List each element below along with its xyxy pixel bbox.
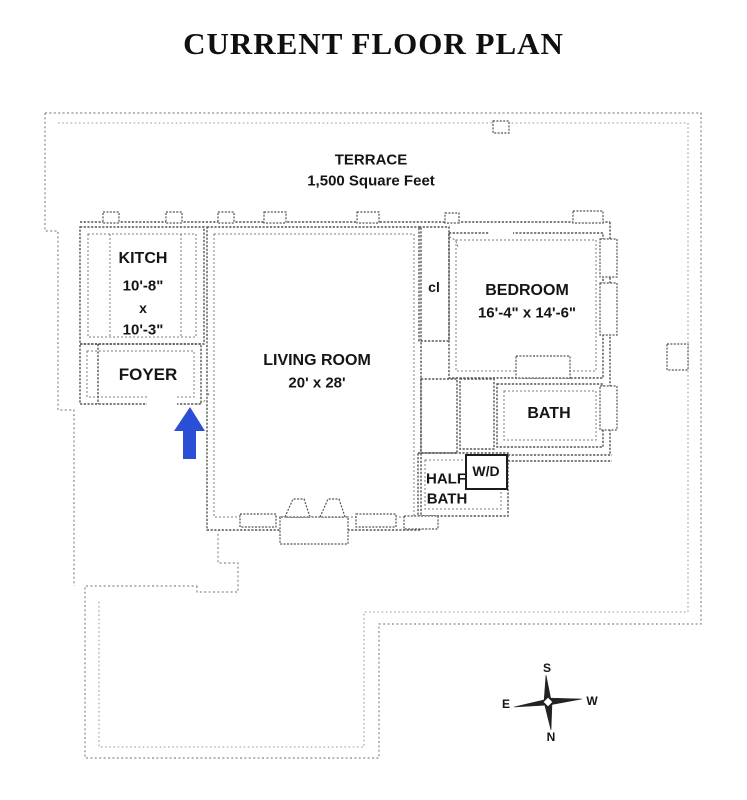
kitchen-counter-lines (109, 234, 182, 337)
kitchen-dim-sep: x (139, 300, 147, 316)
closet-door-swing (448, 236, 459, 249)
bedroom-dims: 16'-4" x 14'-6" (477, 304, 577, 322)
bay-window (279, 498, 349, 545)
windows (102, 210, 618, 545)
kitchen-label: KITCH (118, 250, 168, 267)
foyer-label: FOYER (118, 365, 178, 384)
bedroom-door-gap (489, 224, 513, 238)
page-title: CURRENT FLOOR PLAN (183, 26, 564, 61)
kitchen-dim2-label: 10'-3" (122, 321, 164, 339)
washer-dryer-label: W/D (472, 463, 500, 479)
terrace-boundary (44, 112, 702, 759)
closet-label: cl (428, 279, 440, 295)
compass-rose-icon (513, 674, 583, 731)
dressing-closet-b (459, 378, 495, 450)
compass-n-label: N (546, 730, 556, 744)
living-room-label: LIVING ROOM (263, 352, 371, 369)
half-bath-label-2: BATH (426, 490, 468, 508)
compass-w-label: W (586, 694, 598, 708)
kitchen-wall (79, 226, 205, 345)
closet-wall (418, 226, 450, 342)
entry-door-gap (147, 392, 177, 406)
foyer-wall (79, 343, 202, 405)
dressing-closet-a (420, 378, 458, 454)
terrace-top-notch (492, 120, 510, 134)
terrace-area-label: 1,500 Square Feet (307, 172, 435, 190)
half-bath-label-1: HALF (426, 470, 466, 488)
bath-label: BATH (527, 405, 571, 422)
terrace-right-pier (666, 343, 689, 371)
kitchen-dim1-label: 10'-8" (122, 277, 164, 295)
bedroom-label: BEDROOM (485, 282, 569, 299)
half-bath-wall (417, 452, 509, 517)
terrace-label: TERRACE (334, 151, 408, 169)
bedroom-nook (515, 355, 571, 379)
entry-door-swing (195, 390, 210, 405)
entrance-arrow-icon (174, 407, 205, 459)
living-room-dims: 20' x 28' (288, 374, 346, 392)
washer-dryer-box (465, 454, 508, 490)
south-wing-wall (508, 454, 612, 462)
living-room-wall (206, 226, 422, 531)
compass-e-label: E (501, 697, 511, 711)
compass-s-label: S (542, 661, 552, 675)
